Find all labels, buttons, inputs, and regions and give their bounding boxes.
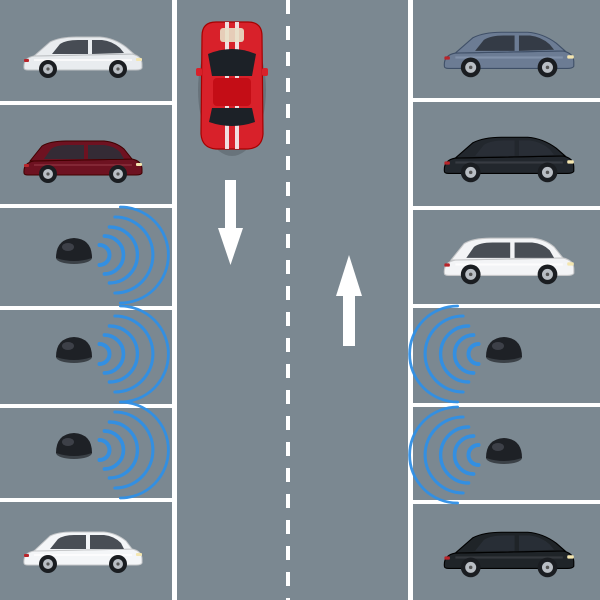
parking-sensor-icon	[486, 337, 522, 363]
signal-waves-icon	[408, 304, 481, 404]
parked-car	[23, 531, 143, 573]
signal-waves-icon	[97, 304, 170, 404]
parking-sensor-icon	[486, 438, 522, 464]
right-bay-divider	[410, 304, 600, 308]
right-bay-divider	[410, 403, 600, 407]
signal-waves-icon	[408, 405, 481, 505]
signal-waves-icon	[97, 205, 170, 305]
parking-sensor-icon	[56, 238, 92, 264]
left-parking-bays	[23, 36, 170, 573]
arrow-up-icon	[336, 255, 362, 346]
parking-sensor-unit	[56, 304, 170, 404]
parking-sensor-icon	[56, 433, 92, 459]
left-bay-divider	[0, 404, 174, 408]
parked-car	[23, 36, 143, 78]
right-bay-divider	[410, 206, 600, 210]
right-parking-bays	[408, 31, 575, 578]
right-bay-divider	[410, 500, 600, 504]
left-bay-divider	[0, 101, 174, 105]
parked-car	[443, 136, 575, 183]
arrow-down-icon	[218, 180, 243, 265]
parking-sensor-unit	[56, 400, 170, 500]
left-curb-line	[172, 0, 177, 600]
left-bay-divider	[0, 498, 174, 502]
parking-sensor-unit	[408, 304, 522, 404]
signal-waves-icon	[97, 400, 170, 500]
left-bay-divider	[0, 204, 174, 208]
parking-sensor-unit	[408, 405, 522, 505]
parked-car	[443, 31, 575, 78]
left-bay-divider	[0, 306, 174, 310]
right-bay-divider	[410, 98, 600, 102]
parking-sensor-icon	[56, 337, 92, 363]
parked-car	[23, 140, 143, 183]
road-lanes	[196, 21, 362, 346]
parking-sensor-unit	[56, 205, 170, 305]
right-curb-line	[408, 0, 413, 600]
parked-car	[443, 237, 575, 285]
parked-car	[443, 531, 575, 578]
moving-red-car	[196, 21, 268, 156]
